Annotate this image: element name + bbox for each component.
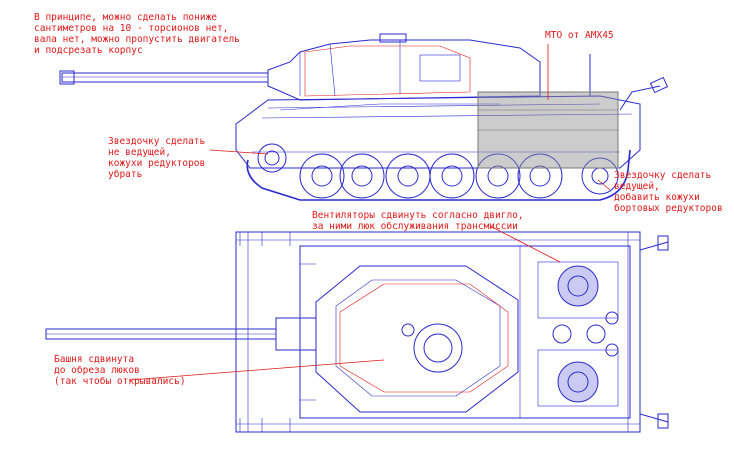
- side-view: [59, 33, 669, 201]
- annotation-fans: Вентиляторы сдвинуть согласно двигло, за…: [312, 210, 524, 232]
- annotation-front-sprocket: Звездочку сделать не ведущей, кожухи ред…: [108, 136, 206, 180]
- annotation-top-left: В принципе, можно сделать пониже сантиме…: [34, 12, 240, 56]
- annotation-turret: Башня сдвинута до обреза люков (так чтоб…: [54, 354, 186, 387]
- annotation-mto: МТО от AMX45: [545, 30, 614, 41]
- leader-lines: [129, 44, 611, 381]
- annotation-rear-sprocket: Звездочку сделать ведущей, добавить кожу…: [614, 170, 723, 214]
- top-view: [45, 231, 669, 433]
